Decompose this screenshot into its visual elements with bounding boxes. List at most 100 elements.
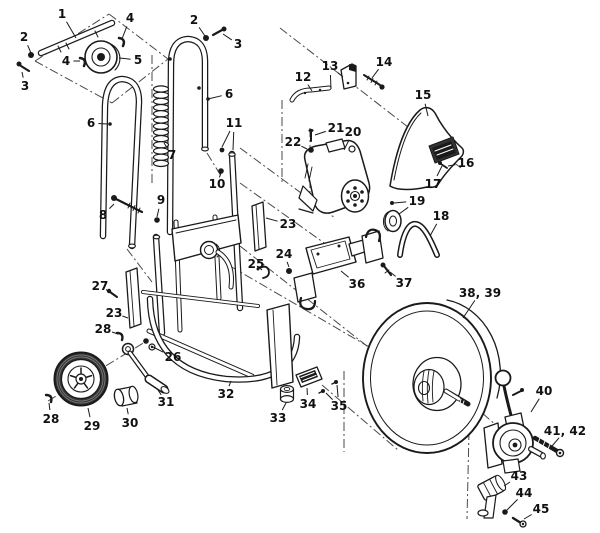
part-19-motor-pulley [382, 201, 402, 233]
part-label-2: 2 [190, 13, 198, 27]
part-label-17: 17 [425, 177, 442, 191]
part-label-36: 36 [349, 277, 366, 291]
part-36-motor-mount [293, 228, 384, 311]
leader-line-9 [156, 208, 160, 218]
part-label-34: 34 [300, 397, 317, 411]
part-20-motor [298, 138, 371, 214]
reference-dot-3 [197, 86, 201, 90]
part-26-nut-washer [143, 338, 156, 351]
leader-line-19 [398, 206, 409, 215]
leader-line-28 [111, 331, 119, 335]
part-label-3: 3 [234, 37, 242, 51]
axis-line-0 [34, 13, 110, 62]
leader-line-13 [337, 72, 344, 78]
leader-line-27 [105, 289, 111, 293]
axis-line-2 [34, 60, 113, 104]
leader-line-21 [314, 130, 326, 136]
part-4-retaining-clip [117, 36, 126, 48]
leader-line-15 [424, 103, 429, 117]
part-35-screws [318, 380, 338, 394]
leader-line-12 [307, 84, 313, 92]
axis-line-1 [108, 13, 169, 60]
leader-line-18 [429, 223, 438, 237]
part-25-clip [256, 265, 270, 279]
part-label-32: 32 [218, 387, 235, 401]
part-13-bracket [340, 63, 357, 90]
leader-line-13 [329, 74, 332, 90]
leader-line-2 [198, 27, 206, 37]
part-2-locknut [28, 52, 34, 58]
part-label-25: 25 [248, 257, 265, 271]
part-30-knob [113, 385, 139, 407]
leader-line-4 [121, 26, 128, 40]
leader-line-43 [503, 481, 511, 487]
leader-line-17 [436, 165, 443, 177]
part-label-26: 26 [165, 350, 182, 364]
leader-line-2 [27, 45, 32, 54]
part-label-27: 27 [92, 279, 109, 293]
part-8-carriage-bolt [111, 195, 144, 214]
leader-line-8 [109, 203, 115, 209]
part-label-45: 45 [533, 502, 550, 516]
part-17-warning-label [428, 136, 460, 164]
part-2-locknut [203, 35, 209, 41]
part-label-44: 44 [516, 486, 533, 500]
leader-line-1 [66, 21, 77, 39]
axis-line-17 [126, 248, 153, 283]
part-label-11: 11 [226, 116, 243, 130]
leader-line-41-42 [551, 437, 560, 447]
part-3-bolt [211, 26, 227, 37]
part-label-29: 29 [84, 419, 101, 433]
line-art [16, 19, 565, 528]
reference-dot-0 [108, 122, 112, 126]
leader-line-22 [301, 145, 308, 150]
leader-line-10 [218, 172, 222, 178]
leader-line-25 [259, 267, 263, 271]
part-label-33: 33 [270, 411, 287, 425]
part-label-30: 30 [122, 416, 139, 430]
part-9-nut [154, 217, 160, 223]
leader-line-45 [523, 514, 532, 520]
leader-line-6 [207, 95, 222, 100]
part-6-handle-left [99, 75, 143, 250]
part-label-6: 6 [87, 116, 95, 130]
leader-line-28 [48, 402, 51, 411]
part-label-21: 21 [328, 121, 345, 135]
part-label-23: 23 [106, 306, 123, 320]
part-label-4: 4 [126, 11, 134, 25]
part-label-31: 31 [158, 395, 175, 409]
frame-uprights [152, 150, 244, 337]
part-41-42-shaft-bolt [532, 435, 565, 458]
part-23-bracket-left [125, 267, 142, 329]
part-label-16: 16 [458, 156, 475, 170]
part-label-6: 6 [225, 87, 233, 101]
part-11-fastener [219, 147, 225, 153]
leader-line-38-39 [462, 300, 476, 319]
leader-line-33 [281, 402, 287, 411]
frame-lower-rails [141, 249, 260, 379]
reference-dot-1 [206, 97, 210, 101]
part-label-1: 1 [58, 7, 66, 21]
part-3-bolt [16, 61, 31, 73]
part-38-39-drum [362, 299, 501, 454]
leader-line-11 [221, 130, 231, 148]
part-5-pulley-wheel [84, 40, 121, 74]
leader-line-23 [265, 217, 278, 222]
leader-line-20 [343, 139, 350, 151]
axis-line-15 [466, 430, 470, 520]
part-29-wheel [53, 351, 109, 407]
part-10-nut [218, 168, 224, 174]
leader-line-29 [87, 407, 91, 418]
leader-line-31 [157, 389, 162, 396]
part-label-12: 12 [295, 70, 312, 84]
leader-line-35 [336, 384, 339, 398]
part-23-bracket-right [251, 201, 267, 252]
part-24-nut [286, 268, 292, 274]
leader-line-7 [163, 142, 168, 149]
part-21-screw [308, 128, 314, 142]
part-37-bolt [380, 262, 393, 277]
part-label-7: 7 [168, 148, 176, 162]
